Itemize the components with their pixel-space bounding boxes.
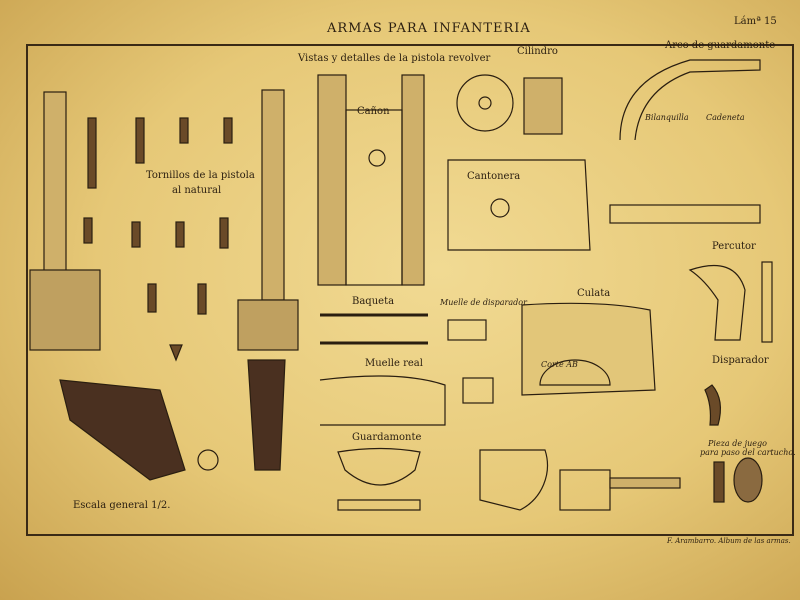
- label-bilanquilla: Bilanquilla: [645, 113, 689, 122]
- plate-number: Lámª 15: [734, 16, 777, 27]
- trigger-guard-bow: [619, 59, 761, 141]
- revolver-side-view: [29, 91, 219, 481]
- label-trigger-spring: Muelle de disparador: [440, 298, 527, 307]
- label-views: Vistas y detalles de la pistola revolver: [298, 53, 491, 64]
- barrel-views: [317, 74, 425, 286]
- label-screws-1: Tornillos de la pistola: [146, 170, 255, 181]
- hammer-part: [688, 264, 746, 341]
- plate-frame: [26, 44, 794, 536]
- label-barrel: Cañon: [357, 106, 390, 117]
- label-cylinder: Cilindro: [517, 46, 558, 57]
- stock-part: [521, 302, 656, 396]
- trigger-guard-part: [337, 447, 421, 486]
- label-trigger-guard: Guardamonte: [352, 432, 422, 443]
- butt-plate: [447, 159, 591, 251]
- label-screws-2: al natural: [172, 185, 222, 196]
- label-butt-plate: Cantonera: [467, 171, 521, 182]
- plate-title: ARMAS PARA INFANTERIA: [327, 21, 531, 36]
- label-hammer: Percutor: [712, 241, 756, 252]
- cylinder-views: [456, 74, 563, 135]
- label-loading-gate-2: para paso del cartucho.: [700, 448, 796, 457]
- label-ramrod: Baqueta: [352, 296, 395, 307]
- label-loading-gate-1: Pieza de juego: [708, 439, 767, 448]
- label-section: Corte AB: [541, 360, 578, 369]
- label-cadeneta: Cadeneta: [706, 113, 745, 122]
- label-credit: F. Arambarro. Album de las armas.: [667, 537, 791, 545]
- label-trigger-guard-bow: Arco de guardamonte: [665, 40, 776, 51]
- label-stock: Culata: [577, 288, 611, 299]
- mainspring-part: [319, 375, 446, 426]
- label-mainspring: Muelle real: [365, 358, 423, 369]
- screws: [83, 117, 233, 362]
- label-scale: Escala general 1/2.: [73, 500, 171, 511]
- revolver-top-view: [237, 89, 299, 471]
- label-trigger: Disparador: [712, 355, 769, 366]
